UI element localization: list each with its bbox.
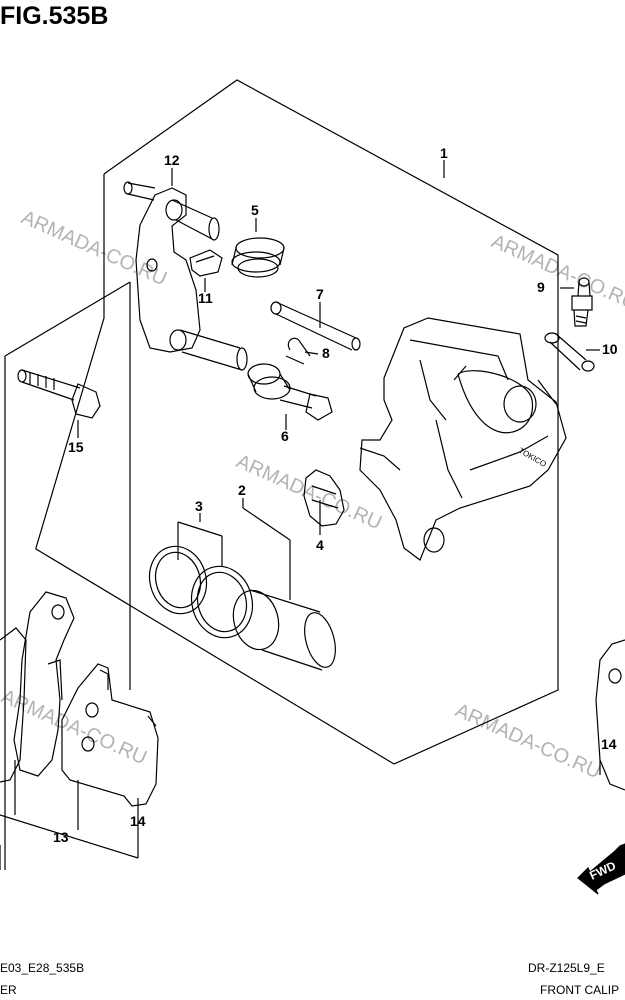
brake-pad-left [0,591,75,783]
fwd-arrow: FWD [577,843,625,895]
callout-6: 6 [281,428,289,444]
caliper-bracket [123,181,248,371]
leader-line [304,351,319,355]
callout-14: 14 [130,813,146,829]
pad-spring-clip [189,249,223,277]
watermark: ARMADA-CO.RU [488,230,625,314]
callout-12: 12 [164,152,180,168]
footer-right-code: DR-Z125L9_E [528,961,605,975]
brake-pad-right [595,639,625,791]
callout-11: 11 [198,290,213,306]
watermark: ARMADA-CO.RU [233,450,385,534]
callout-2: 2 [238,482,246,498]
leader-line [177,521,223,537]
callout-3: 3 [195,498,203,514]
callout-8: 8 [322,345,330,361]
bleeder-cap [544,332,595,372]
caliper-piston [232,589,336,671]
mounting-bolt [17,369,101,419]
callout-9: 9 [537,279,545,295]
pin-boot [231,237,285,278]
bleeder-valve [571,277,593,327]
piston-seal [148,545,208,615]
pin-clip [285,337,311,365]
callout-15: 15 [68,439,84,455]
watermark: ARMADA-CO.RU [452,699,604,783]
watermark-group: ARMADA-CO.RU ARMADA-CO.RU ARMADA-CO.RU A… [0,206,625,783]
pad-pin [270,301,361,351]
callout-13: 13 [53,829,69,845]
footer-right-caption: FRONT CALIP [540,983,620,997]
callout-4: 4 [316,537,324,553]
dust-seal [190,565,254,639]
watermark: ARMADA-CO.RU [18,206,170,290]
callout-group: 1 2 3 4 5 6 7 8 9 10 11 12 13 14 15 14 [53,145,618,845]
callout-5: 5 [251,202,259,218]
caliper-body: TOKICO [359,317,567,561]
leader-line [4,281,131,357]
leader-line [242,507,291,541]
footer-left-code: E03_E28_535B [0,961,85,975]
callout-7: 7 [316,286,324,302]
pad-spring [303,469,345,527]
slide-pin [247,363,333,421]
footer-left-caption: ER [0,983,17,997]
leader-line [0,814,139,859]
callout-1: 1 [440,145,448,161]
assembly-outline [35,79,559,765]
callout-14-right: 14 [601,736,617,752]
brake-pad-middle [61,663,159,807]
caliper-stamp: TOKICO [517,446,548,469]
figure-title: FIG.535B [0,2,109,30]
callout-10: 10 [602,341,618,357]
